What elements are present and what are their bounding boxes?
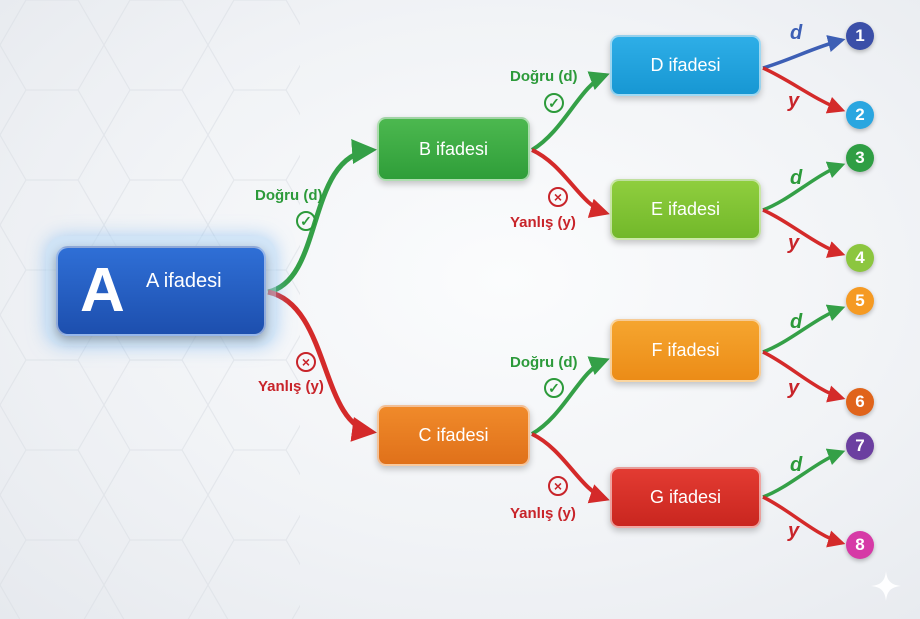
arrow-b-to-d [530,71,610,152]
node-g-label: G ifadesi [649,487,722,507]
node-c[interactable]: C ifadesi [377,405,530,466]
node-f-label: F ifadesi [651,340,720,360]
arrow-g-to-7 [762,448,846,499]
arrow-a-to-b [267,139,377,295]
arrow-e-to-3 [762,161,846,212]
edge-label-a-b: Doğru (d) [255,187,323,204]
x-circle-icon: × [548,476,568,496]
x-circle-icon: × [548,187,568,207]
arrow-f-to-6 [762,350,846,403]
arrow-b-to-e [531,148,610,218]
node-c-label: C ifadesi [418,425,489,445]
arrow-f-to-5 [762,304,846,354]
arrow-c-to-g [531,432,610,504]
edge-letter-g-7: d [790,454,803,476]
node-d[interactable]: D ifadesi [610,35,761,96]
node-e[interactable]: E ifadesi [610,179,761,240]
node-d-label: D ifadesi [650,55,721,75]
edge-letter-d-2: y [788,90,800,112]
outcome-8[interactable]: 8 [846,531,874,559]
edge-label-a-c: Yanlış (y) [258,378,324,395]
node-b-label: B ifadesi [418,138,489,159]
node-f[interactable]: F ifadesi [610,319,761,382]
edge-label-b-e: Yanlış (y) [510,214,576,231]
edge-label-b-d: Doğru (d) [510,68,578,85]
arrow-a-to-c [267,289,377,442]
outcome-6[interactable]: 6 [846,388,874,416]
edge-letter-e-3: d [790,167,803,189]
outcome-2[interactable]: 2 [846,101,874,129]
edge-letter-f-6: y [788,377,800,399]
outcome-4[interactable]: 4 [846,244,874,272]
arrow-e-to-4 [762,208,846,258]
edge-letter-g-8: y [788,520,800,542]
outcome-5[interactable]: 5 [846,287,874,315]
arrow-d-to-2 [762,66,846,114]
sparkle-icon [871,571,901,601]
outcome-3[interactable]: 3 [846,144,874,172]
node-g[interactable]: G ifadesi [610,467,761,528]
check-circle-icon: ✓ [544,93,564,113]
node-b[interactable]: B ifadesi [377,117,530,181]
node-a[interactable]: A A ifadesi [56,246,266,336]
edge-letter-e-4: y [788,232,800,254]
arrow-g-to-8 [762,495,846,548]
arrow-d-to-1 [762,35,846,70]
check-circle-icon: ✓ [296,211,316,231]
edge-letter-d-1: d [790,22,803,44]
edge-label-c-g: Yanlış (y) [510,505,576,522]
edge-letter-f-5: d [790,311,803,333]
check-circle-icon: ✓ [544,378,564,398]
arrow-c-to-f [530,356,610,436]
edge-label-c-f: Doğru (d) [510,354,578,371]
node-a-label: A ifadesi [146,270,222,292]
x-circle-icon: × [296,352,316,372]
outcome-7[interactable]: 7 [846,432,874,460]
outcome-1[interactable]: 1 [846,22,874,50]
node-e-label: E ifadesi [650,199,721,219]
node-a-letter: A [80,256,125,325]
